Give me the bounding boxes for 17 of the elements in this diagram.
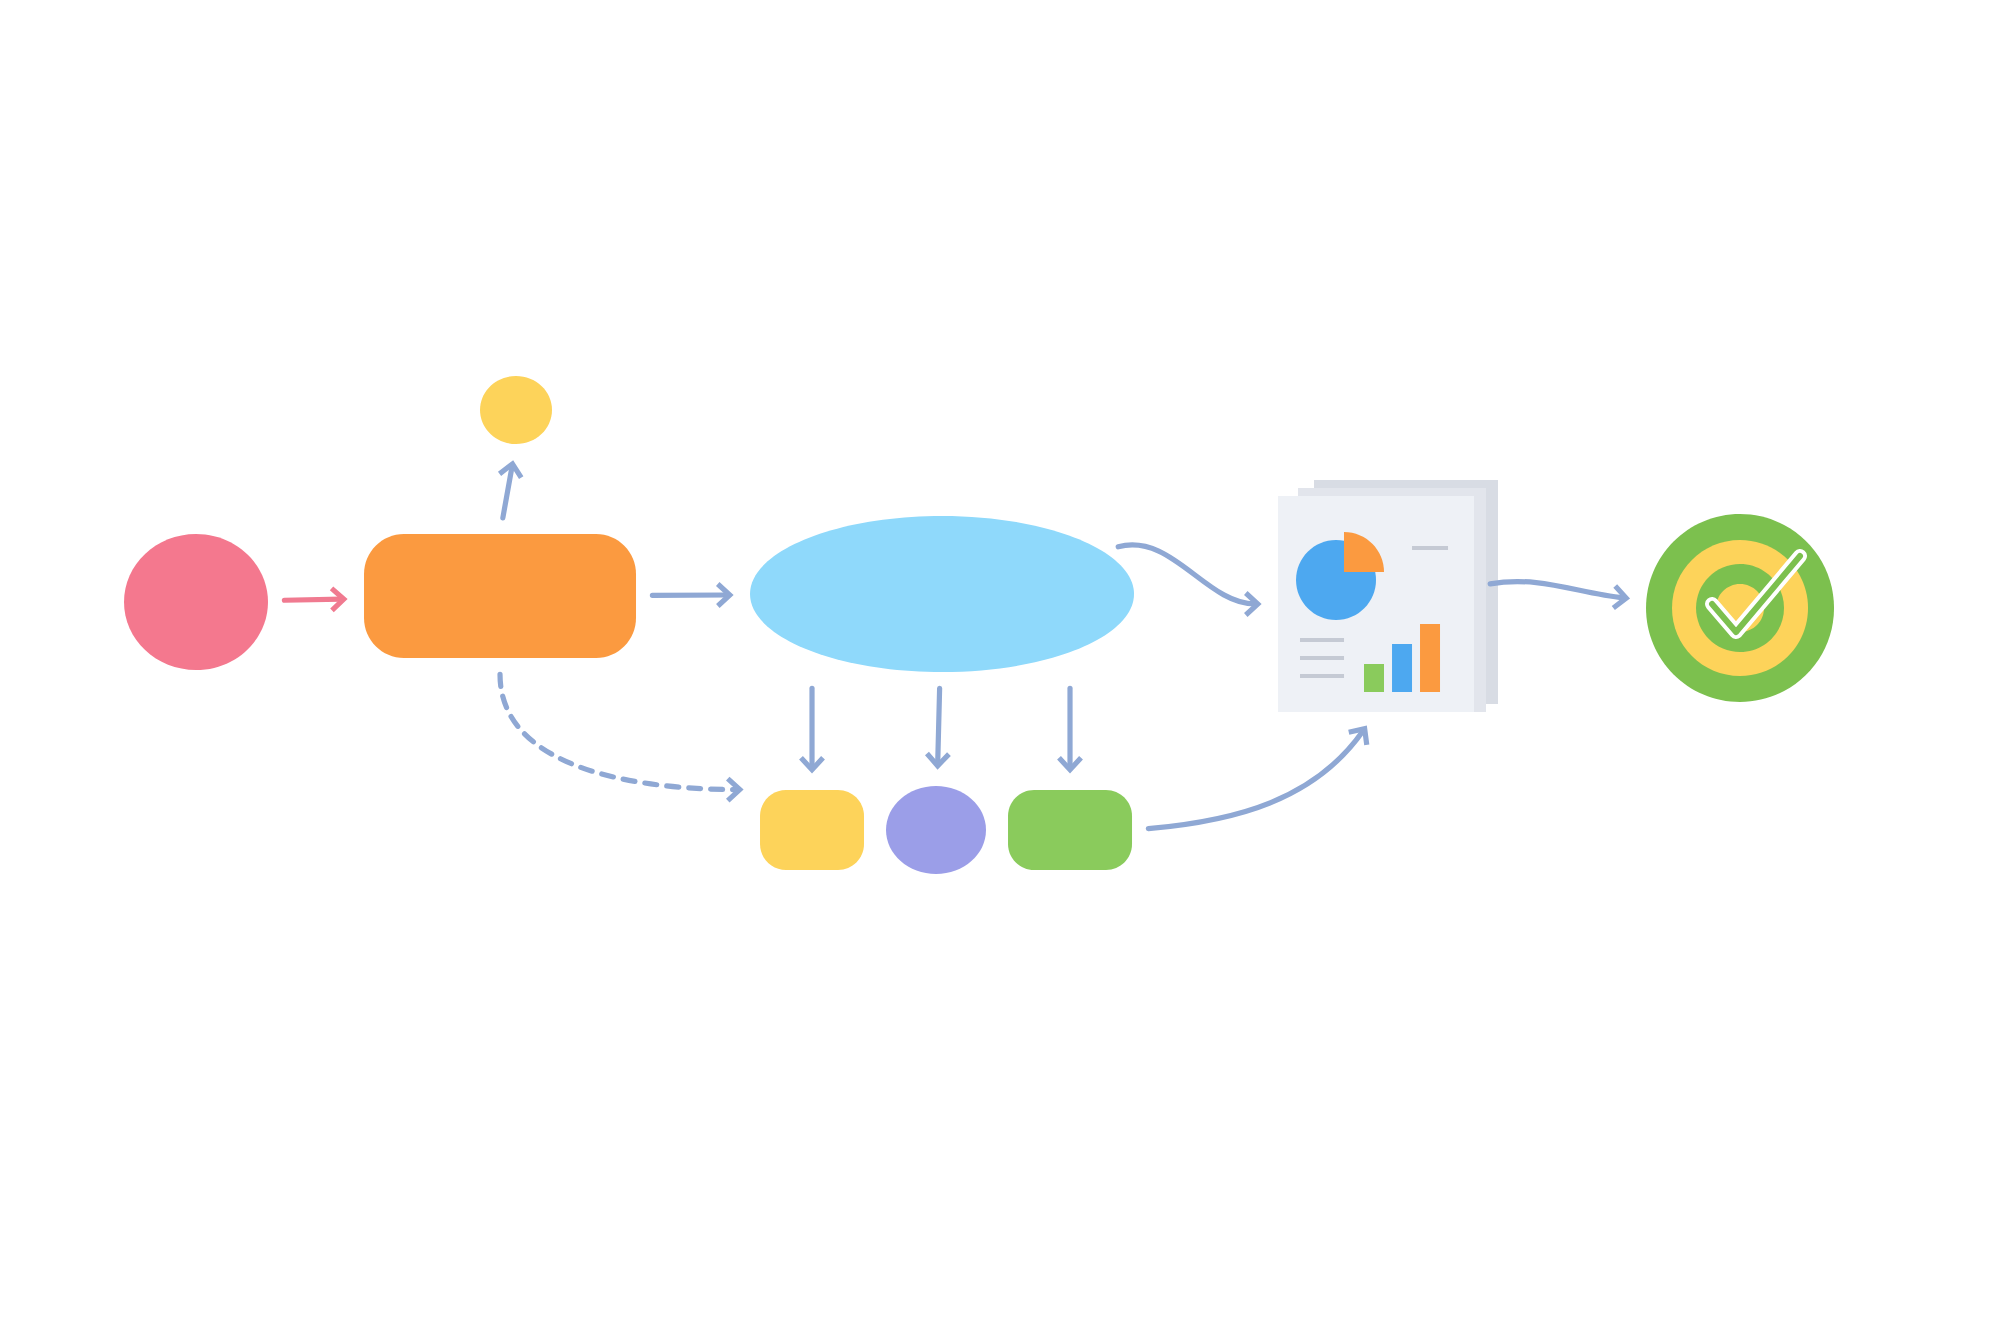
arrow bbox=[1057, 685, 1083, 774]
rounded-bar bbox=[364, 534, 636, 658]
arrow bbox=[497, 671, 744, 803]
ellipse bbox=[750, 516, 1134, 672]
arrow bbox=[281, 586, 348, 613]
arrow bbox=[649, 582, 734, 608]
report-drawing bbox=[1278, 480, 1498, 712]
circle bbox=[124, 534, 268, 670]
arrow bbox=[799, 685, 825, 774]
target-drawing bbox=[1646, 514, 1835, 702]
arrow bbox=[1145, 725, 1370, 832]
arrow bbox=[1487, 578, 1631, 611]
circle bbox=[480, 376, 552, 444]
circle bbox=[886, 786, 986, 874]
arrow bbox=[925, 685, 951, 770]
arrow bbox=[497, 460, 524, 521]
arrow bbox=[1115, 542, 1262, 617]
